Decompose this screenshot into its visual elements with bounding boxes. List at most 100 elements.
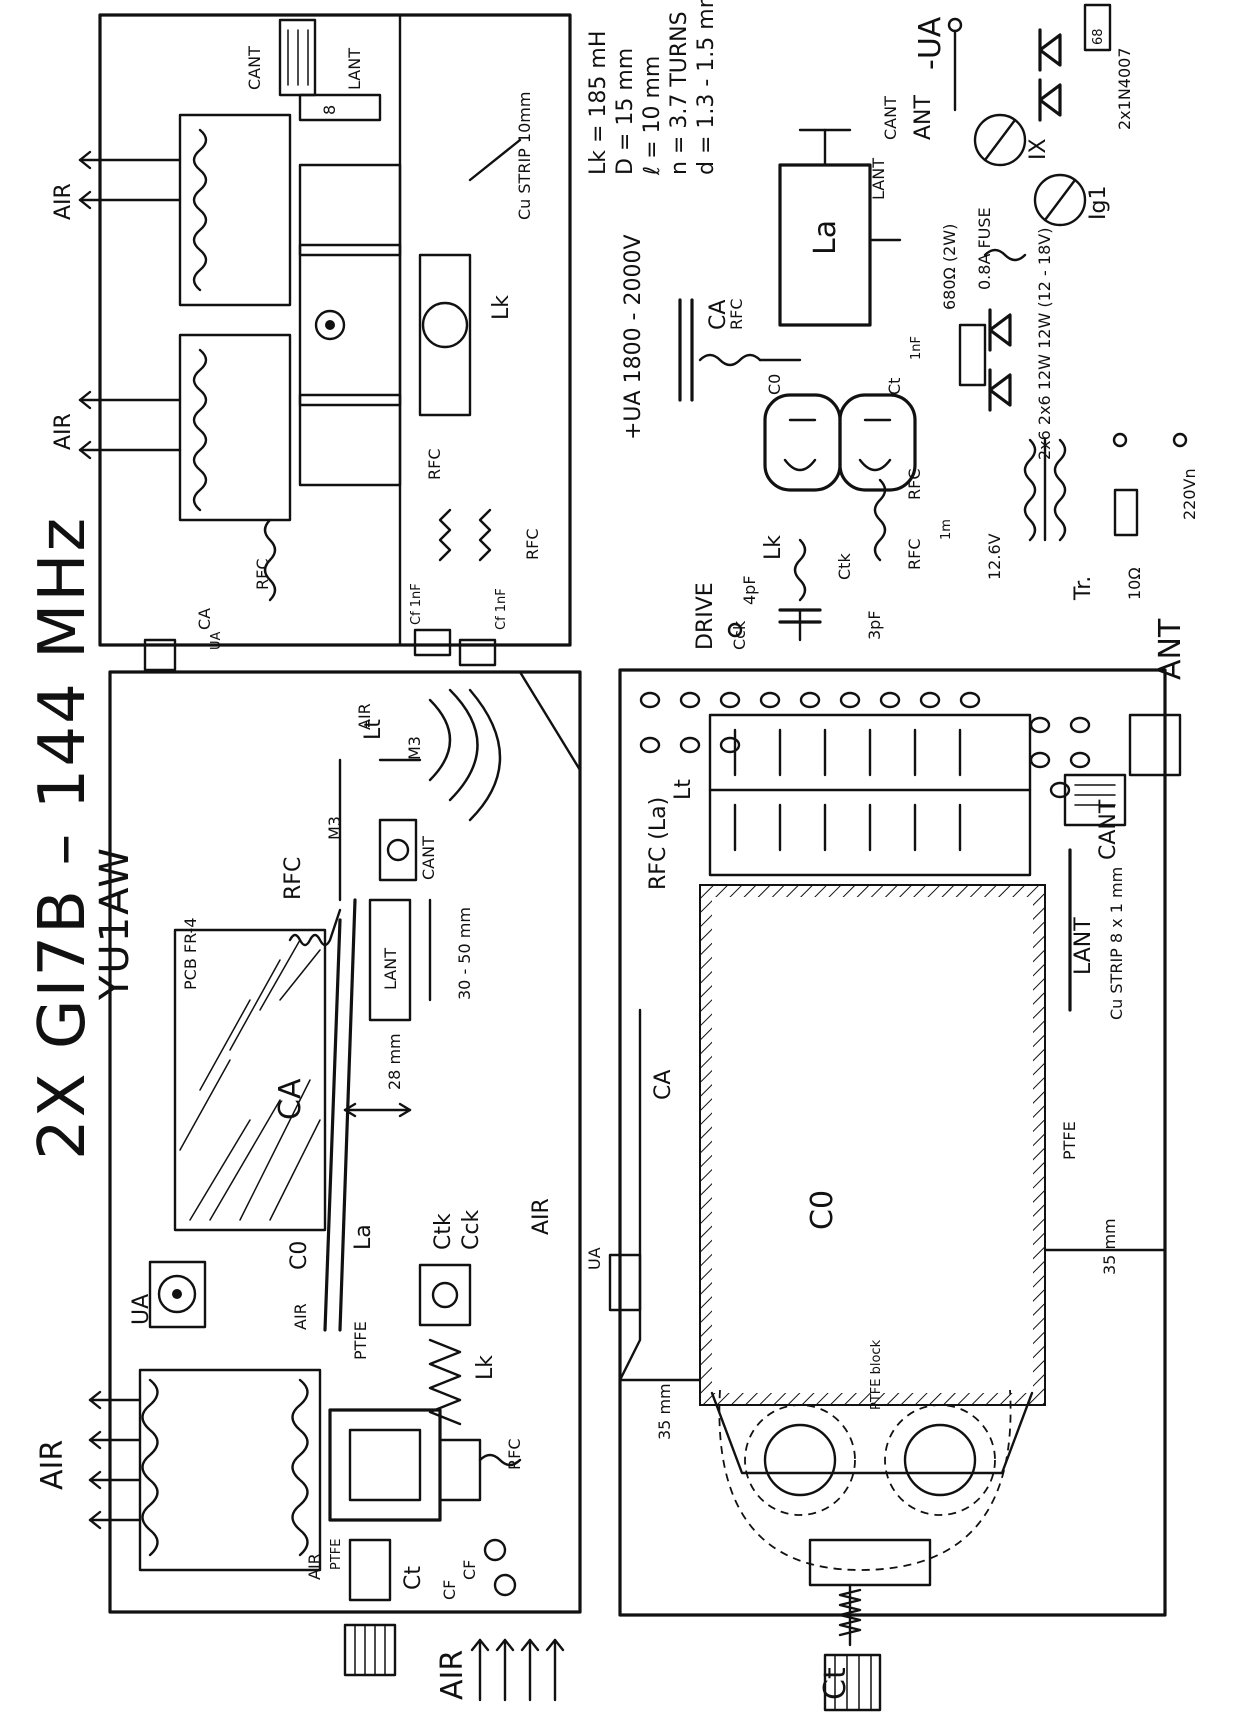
cant-label-sch: CANT [881, 96, 900, 140]
lant-label-side: LANT [381, 948, 400, 990]
cu-strip-bottom-label: Cu STRIP 8 x 1 mm [1107, 867, 1126, 1020]
top-view-enclosure [98, 13, 572, 647]
rfc-label-sch-3: RFC [905, 539, 924, 571]
rfc-label-side: RFC [281, 857, 306, 900]
ptfe-label-side: PTFE [351, 1321, 370, 1360]
cap-3pf-label: 3pF [865, 610, 884, 640]
ca-label-top: CA [195, 608, 214, 630]
la-label-schematic: La [808, 220, 843, 255]
zeners-label: 2x6 2x6 12W 12W (12 - 18V) [1035, 228, 1054, 460]
minus-ua-label: -UA [913, 16, 948, 70]
ant-label-plan: ANT [1153, 618, 1188, 680]
dist-30-50-label: 30 - 50 mm [455, 907, 474, 1000]
dist-28-label: 28 mm [385, 1033, 404, 1090]
r68-resistor [1083, 3, 1112, 52]
ctk-trimmer-side [418, 1263, 472, 1327]
lant-label-top: LANT [345, 48, 364, 90]
coil-specs: Lk = 185 mH D = 15 mm ℓ = 10 mm n = 3.7 … [586, 0, 719, 176]
cant-label-top: CANT [245, 46, 264, 90]
drive-input [727, 622, 743, 638]
cf-label-side-2: CF [440, 1580, 459, 1600]
rfc-label-top-2: RFC [425, 449, 444, 481]
lant-label-plan: LANT [1071, 917, 1096, 975]
ct-knob-side [343, 1623, 397, 1677]
transformer-secondary [1023, 438, 1037, 542]
ua-label-plan: UA [585, 1247, 604, 1270]
tube-cooler-top-2 [178, 333, 292, 522]
r10-label: 10Ω [1125, 567, 1144, 600]
dist-35b-label: 35 mm [1100, 1218, 1119, 1275]
cf-feedthrough-2 [493, 1573, 517, 1597]
ua-label-top: UA [209, 631, 224, 650]
ua-label-side: UA [129, 1294, 154, 1325]
rfc-label-top-1: RFC [253, 559, 272, 591]
air-label-side-4: AIR [529, 1198, 554, 1235]
drawing-title: 2X GI7B – 144 MHz YU1AW [26, 516, 138, 1160]
pcb-anode-plate [173, 928, 327, 1232]
cf-1nf-label-top-1: Cf 1nF [409, 583, 424, 625]
tube-plate-top [298, 243, 402, 407]
air-intake-arrows [470, 1638, 565, 1702]
lant-strip-top [298, 93, 382, 122]
cf-label-side-1: CF [460, 1560, 479, 1580]
r68-label: 68 [1091, 28, 1106, 45]
tube-schematic-2 [838, 393, 917, 492]
la-label-side: La [351, 1224, 376, 1250]
lk-label-top: Lk [489, 295, 514, 320]
ua-feedthrough [148, 1260, 207, 1329]
lk-ring-top [418, 253, 472, 417]
m3-label-2: M3 [405, 736, 424, 760]
transformer-primary [1053, 438, 1067, 542]
rfc-label-sch-2: RFC [905, 469, 924, 501]
ix-meter [973, 113, 1027, 167]
ca-label-plan: CA [651, 1070, 676, 1100]
spec-l: ℓ = 10 mm [640, 56, 665, 176]
ptfe-block-label: PTFE block [869, 1339, 884, 1410]
lant-box-side [368, 898, 412, 1022]
spec-n: n = 3.7 TURNS [667, 11, 692, 175]
cf-feedthrough-top-2 [458, 638, 497, 667]
zener-1 [988, 308, 1012, 352]
lt-strip-slots [733, 728, 962, 852]
top-view-top-right: AIR AIR Lk Cu STRIP 10mm CANT LANT 8 CA … [51, 13, 572, 672]
c0-label-sch: C0 [765, 374, 784, 395]
cant-label-side: CANT [419, 836, 438, 880]
cf-feedthrough-top-1 [413, 628, 452, 657]
spec-lk: Lk = 185 mH [586, 31, 611, 175]
ua-range-label: +UA 1800 - 2000V [621, 234, 646, 440]
rfc-1m-label: 1m [939, 519, 954, 540]
lt-strip-block [708, 713, 1032, 877]
plan-view-bottom-right: Lt RFC (La) C0 PTFE block Ct CA UA 35 mm… [585, 618, 1188, 1712]
air-label-top-2: AIR [51, 413, 76, 450]
plan-view-enclosure [618, 668, 1167, 1617]
cap-1nf-label-sch: 1nF [909, 336, 924, 360]
lt-label-plan: Lt [671, 779, 696, 800]
cu-strip-top-label: Cu STRIP 10mm [515, 92, 534, 220]
ua-feedthrough-top [143, 638, 177, 672]
ca-strip-plan [618, 1008, 642, 1382]
heater-label: 12.6V [985, 533, 1004, 580]
dim-8-label: 8 [320, 105, 339, 115]
schematic: La CANT ANT LANT +UA 1800 - 2000V CA RFC… [621, 3, 1199, 650]
cap-4pf-label: 4pF [740, 575, 759, 605]
c0-label-side: C0 [287, 1241, 312, 1270]
la-strip-line [323, 918, 342, 1332]
ptfe-label-side-2: PTFE [329, 1539, 344, 1570]
pcb-label: PCB FR-4 [181, 917, 200, 990]
ig1-meter [1033, 173, 1087, 227]
tube-cooler-top-1 [178, 113, 292, 307]
fuse [983, 248, 1027, 262]
spec-d: D = 15 mm [613, 48, 638, 175]
rfc-label-side-2: RFC [505, 1439, 524, 1471]
r680-label: 680Ω (2W) [940, 224, 959, 310]
air-label-top-1: AIR [51, 183, 76, 220]
mains-terminal-2 [1172, 432, 1188, 448]
air-arrows-top [78, 150, 182, 460]
spec-wire: d = 1.3 - 1.5 mm Cu [694, 0, 719, 175]
cf-feedthrough-1 [483, 1538, 507, 1562]
rfc-label-sch-1: RFC [727, 299, 746, 331]
air-arrows-side [88, 1390, 142, 1530]
cant-top [278, 18, 317, 97]
ant-label-sch: ANT [911, 94, 936, 140]
